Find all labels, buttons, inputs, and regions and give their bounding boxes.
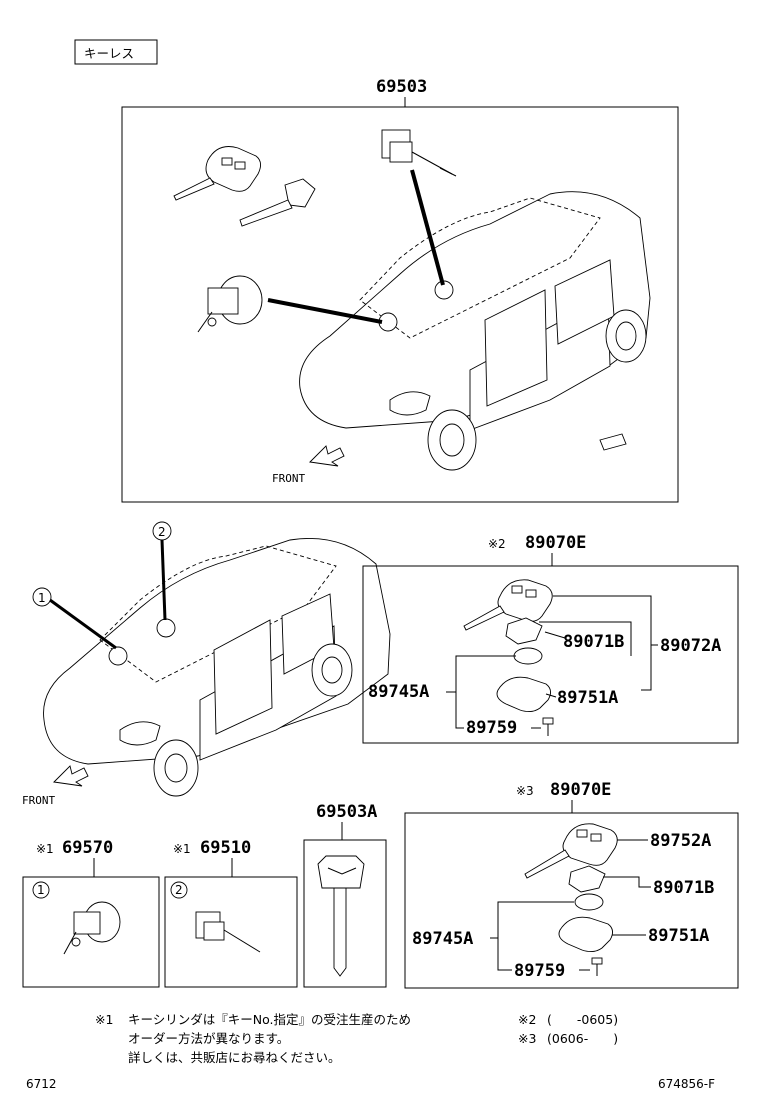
notes-block: ※1 キーシリンダは『キーNo.指定』の受注生産のため オーダー方法が異なります… — [95, 1012, 618, 1065]
group3-89745A: 89745A — [412, 929, 473, 949]
note1-line1: キーシリンダは『キーNo.指定』の受注生産のため — [128, 1012, 411, 1027]
top-car-illustration — [299, 191, 651, 471]
group3-89752A: 89752A — [650, 831, 711, 851]
box69570-part-label: 69570 — [62, 838, 113, 858]
group3-part-label: 89070E — [550, 780, 611, 800]
group2-89072A: 89072A — [660, 636, 721, 656]
group2-note-mark: ※2 — [488, 537, 506, 551]
group2-89759: 89759 — [466, 718, 517, 738]
group2-board-icon — [505, 617, 543, 645]
note2-mark: ※2 — [518, 1012, 536, 1027]
group2-case-icon — [496, 676, 551, 713]
box69503A-key-icon — [317, 855, 365, 977]
group3-battery-icon — [574, 893, 604, 911]
group3-89751A: 89751A — [648, 926, 709, 946]
front-arrow-bottom: FRONT — [22, 765, 89, 807]
front-arrow-top: FRONT — [272, 445, 345, 485]
box69570-marker: 1 — [37, 883, 45, 897]
box69570-note-mark: ※1 — [36, 842, 54, 856]
note1-line2: オーダー方法が異なります。 — [128, 1031, 289, 1046]
group3-note-mark: ※3 — [516, 784, 534, 798]
note3-text: (0606- ) — [547, 1031, 618, 1046]
group3-89071B: 89071B — [653, 878, 714, 898]
group2-89071B: 89071B — [563, 632, 624, 652]
box69510-note-mark: ※1 — [173, 842, 191, 856]
marker-1-label: 1 — [38, 591, 46, 605]
marker-1-circle — [32, 587, 52, 607]
group2-89751A: 89751A — [557, 688, 618, 708]
ignition-switch-icon — [381, 129, 457, 177]
group-89070E-2: ※2 89070E 89071B 89072A 89751A 89745A 89… — [362, 533, 739, 744]
group2-keyless-key-icon — [463, 579, 553, 631]
bottom-car-group: 1 2 FRONT — [22, 521, 391, 807]
box69570-cylinder-icon — [63, 901, 121, 955]
group2-89745A: 89745A — [368, 682, 429, 702]
header-tag-label: キーレス — [84, 46, 134, 61]
group2-screw-icon — [542, 717, 554, 736]
box69510-marker: 2 — [175, 883, 183, 897]
door-lock-cylinder-icon — [197, 275, 263, 333]
group2-frame — [362, 565, 739, 744]
footer-left: 6712 — [26, 1077, 57, 1091]
key-icon — [239, 178, 316, 227]
group3-89759: 89759 — [514, 961, 565, 981]
note1-line3: 詳しくは、共販店にお尋ねください。 — [128, 1050, 341, 1065]
group3-screw-icon — [591, 957, 603, 976]
part-69503-label: 69503 — [376, 77, 427, 97]
marker-2-label: 2 — [158, 525, 166, 539]
front-label-bottom: FRONT — [22, 794, 55, 807]
footer-right: 674856-F — [658, 1077, 715, 1091]
group2-part-label: 89070E — [525, 533, 586, 553]
keyless-key-icon — [173, 146, 261, 201]
bottom-car-illustration — [43, 537, 391, 797]
group3-keyless-key-icon — [524, 823, 618, 879]
box69510-part-label: 69510 — [200, 838, 251, 858]
group2-battery-icon — [513, 647, 543, 665]
note2-text: ( -0605) — [547, 1012, 618, 1027]
box-69503A: 69503A — [303, 802, 387, 988]
top-assembly-frame — [121, 106, 679, 503]
group3-frame — [404, 812, 739, 989]
box-69510: ※1 69510 2 — [164, 838, 298, 988]
group-89070E-3: ※3 89070E 89752A 89071B 89751A 89745A 89… — [404, 780, 739, 989]
group3-case-icon — [558, 916, 613, 953]
header-tag: キーレス — [74, 39, 158, 65]
group3-board-icon — [568, 865, 606, 893]
note3-mark: ※3 — [518, 1031, 536, 1046]
box69503A-part-label: 69503A — [316, 802, 377, 822]
front-label-top: FRONT — [272, 472, 305, 485]
top-assembly: 69503 — [121, 77, 679, 503]
note1-mark: ※1 — [95, 1012, 113, 1027]
box-69570: ※1 69570 1 — [22, 838, 160, 988]
box69510-switch-icon — [195, 911, 261, 953]
